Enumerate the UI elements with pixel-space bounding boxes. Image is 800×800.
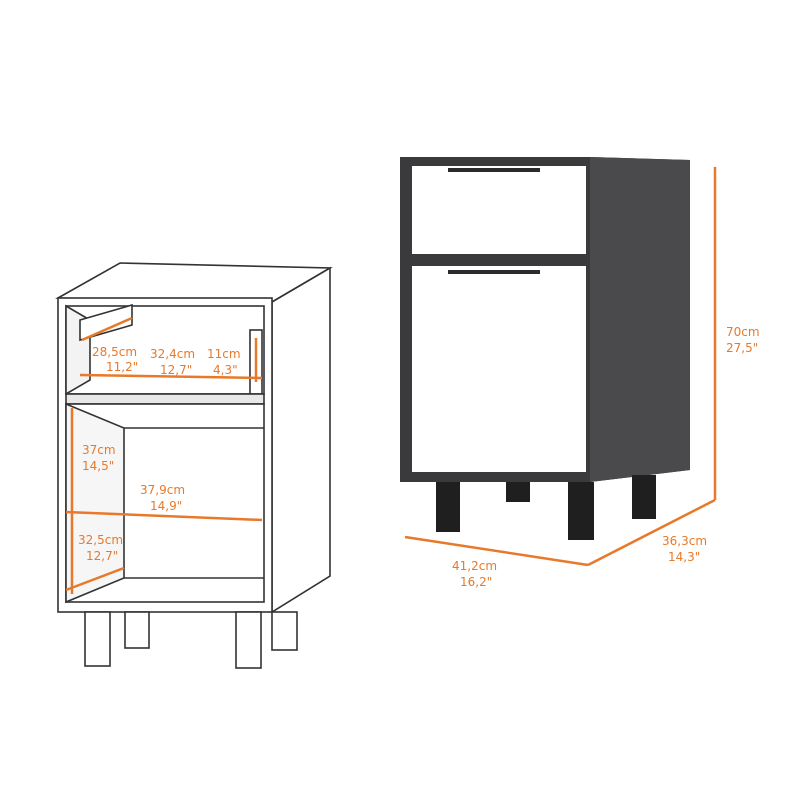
inner-width-in: 12,7" xyxy=(160,363,192,377)
inner-depth-cm: 28,5cm xyxy=(92,345,137,359)
inner-dimension-lines xyxy=(65,316,263,594)
outer-dimension-lines xyxy=(404,167,717,567)
total-depth-in: 14,3" xyxy=(668,550,700,564)
inner-height-bottom-in: 14,5" xyxy=(82,459,114,473)
total-height-cm: 70cm xyxy=(726,325,760,339)
door-handle xyxy=(448,270,540,274)
inner-width-cm: 32,4cm xyxy=(150,347,195,361)
top-drawer xyxy=(412,166,586,254)
drawer-handle xyxy=(448,168,540,172)
inner-width-bottom-cm: 37,9cm xyxy=(140,483,185,497)
inner-height-top-cm: 11cm xyxy=(207,347,241,361)
inner-height-bottom-cm: 37cm xyxy=(82,443,116,457)
inner-depth-in: 11,2" xyxy=(106,360,138,374)
total-width-in: 16,2" xyxy=(460,575,492,589)
bottom-door xyxy=(412,266,586,472)
total-depth-cm: 36,3cm xyxy=(662,534,707,548)
total-height-in: 27,5" xyxy=(726,341,758,355)
inner-width-bottom-in: 14,9" xyxy=(150,499,182,513)
inner-depth-bottom-cm: 32,5cm xyxy=(78,533,123,547)
inner-depth-bottom-in: 12,7" xyxy=(86,549,118,563)
cabinet-line-drawing xyxy=(55,262,333,669)
inner-height-top-in: 4,3" xyxy=(213,363,238,377)
cabinet-rendering xyxy=(400,157,690,540)
total-width-cm: 41,2cm xyxy=(452,559,497,573)
